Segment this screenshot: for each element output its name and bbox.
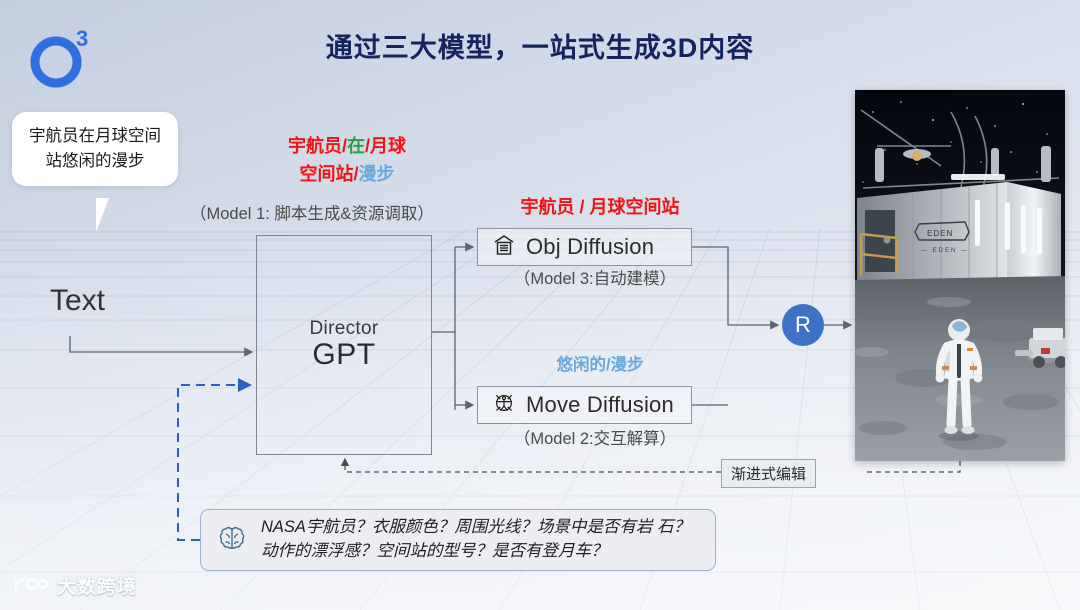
- text-input-label: Text: [50, 284, 106, 317]
- prompt-parse-line1-seg-4: 月球: [370, 136, 407, 156]
- prompt-speech-bubble: 宇航员在月球空间站悠闲的漫步: [12, 112, 178, 186]
- obj-parse-annotation: 宇航员 / 月球空间站: [520, 197, 680, 217]
- prompt-parse-line1: 宇航员/在/月球: [252, 133, 442, 161]
- prompt-parse-line2-seg-0: 空间站: [299, 163, 354, 184]
- svg-text:3: 3: [76, 26, 88, 51]
- prompt-parse-line1-seg-2: 在: [347, 136, 365, 156]
- prompt-parse-line2-seg-1: /: [353, 163, 359, 184]
- o3-logo: 3: [24, 22, 102, 88]
- clarifying-questions-box: NASA宇航员？衣服颜色？周围光线？场景中是否有岩 石？动作的漂浮感？空间站的型…: [200, 509, 716, 571]
- move-parse-annotation: 悠闲的/漫步: [556, 356, 644, 374]
- prompt-parse-line1-seg-0: 宇航员: [287, 136, 342, 156]
- move-diffusion-label: Move Diffusion: [526, 392, 674, 417]
- brain-icon: [215, 521, 249, 560]
- page-title: 通过三大模型，一站式生成3D内容: [325, 33, 755, 63]
- clarifying-questions-text: NASA宇航员？衣服颜色？周围光线？场景中是否有岩 石？动作的漂浮感？空间站的型…: [261, 516, 701, 564]
- director-gpt-line2: GPT: [312, 338, 376, 371]
- model2-caption: （Model 2:交互解算）: [513, 430, 677, 448]
- obj-diffusion-label: Obj Diffusion: [526, 234, 655, 259]
- move-diffusion-node[interactable]: Move Diffusion: [477, 386, 692, 424]
- prompt-parse-line1-seg-3: /: [365, 136, 371, 156]
- prompt-speech-bubble-text: 宇航员在月球空间站悠闲的漫步: [29, 127, 161, 170]
- model3-caption: （Model 3:自动建模）: [513, 270, 677, 288]
- prompt-parse-line2-seg-2: 漫步: [358, 163, 395, 184]
- prompt-parse-line1-seg-1: /: [341, 136, 347, 156]
- prompt-parse-annotation: 宇航员/在/月球 空间站/漫步: [252, 133, 442, 189]
- render-node-label: R: [795, 312, 811, 337]
- watermark-text: 大数跨境: [57, 577, 138, 598]
- progressive-edit-label: 渐进式编辑: [721, 459, 817, 488]
- watermark: 大数跨境: [12, 572, 137, 599]
- obj-diffusion-node[interactable]: Obj Diffusion: [477, 228, 692, 266]
- svg-text:— EDEN —: — EDEN —: [921, 248, 969, 254]
- render-output-image: EDEN — EDEN —: [855, 90, 1065, 461]
- building-icon: [492, 233, 516, 262]
- director-gpt-line1: Director: [309, 318, 379, 339]
- director-gpt-node[interactable]: Director GPT: [256, 235, 432, 455]
- model1-caption: （Model 1: 脚本生成&资源调取）: [190, 205, 434, 223]
- vitruvian-man-icon: [492, 391, 516, 420]
- speech-bubble-tail: [96, 198, 109, 232]
- render-node[interactable]: R: [782, 304, 824, 346]
- clarifying-questions-line1: NASA宇航员？衣服颜色？周围光线？场景中是否有岩: [261, 518, 653, 537]
- module-label: EDEN: [927, 229, 953, 238]
- prompt-parse-line2: 空间站/漫步: [252, 161, 442, 189]
- watermark-logo-icon: [14, 576, 49, 594]
